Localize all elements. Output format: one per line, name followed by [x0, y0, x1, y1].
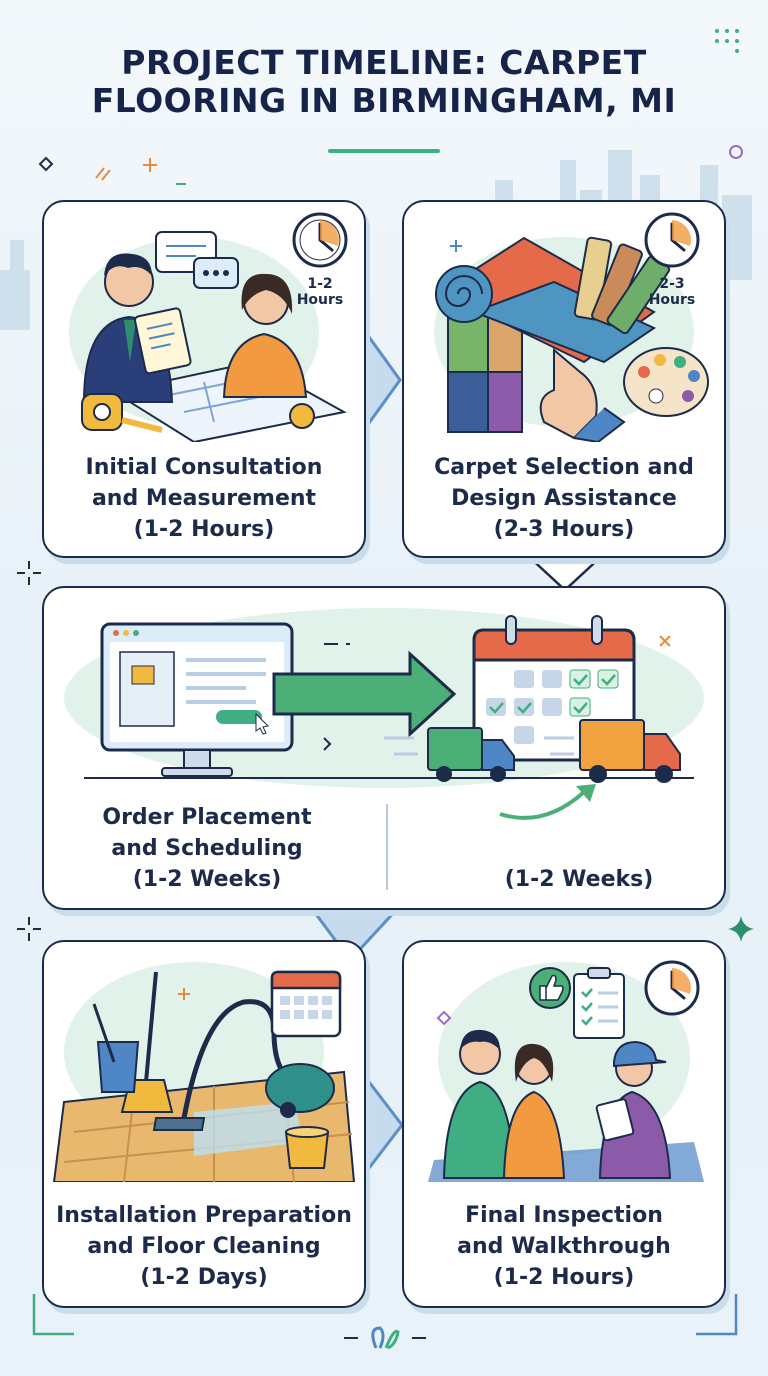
consultation-illustration — [69, 212, 348, 442]
vacuum-icon — [152, 999, 335, 1131]
clock-icon — [292, 212, 348, 268]
step-label: Order Placement and Scheduling (1-2 Week… — [54, 802, 360, 895]
client-icon — [222, 273, 308, 398]
inspector-icon — [595, 1040, 672, 1179]
step-label: Final Inspection and Walkthrough (1-2 Ho… — [404, 1200, 724, 1293]
order-scheduling-illustration — [64, 608, 704, 820]
step-label-line: Order Placement — [102, 805, 312, 830]
final-inspection-illustration — [428, 960, 704, 1182]
consultant-icon — [82, 253, 192, 403]
step-label-line: and Floor Cleaning — [87, 1234, 321, 1259]
step-label-line: Carpet Selection and — [434, 455, 694, 480]
calendar-icon — [270, 970, 342, 1038]
checklist-icon — [573, 967, 625, 1039]
carpet-roll-icon — [435, 236, 657, 364]
dot-grid-decoration — [715, 29, 739, 53]
page-title: PROJECT TIMELINE: CARPET FLOORING IN BIR… — [0, 44, 768, 120]
footer-logo-icon — [344, 1326, 426, 1350]
step-card-order-scheduling: Order Placement and Scheduling (1-2 Week… — [42, 586, 726, 910]
duration-badge: 2-3 Hours — [640, 276, 704, 308]
thumbs-up-icon — [529, 967, 571, 1009]
corner-bracket-decoration — [32, 1294, 74, 1336]
step-label-line: (1-2 Hours) — [133, 517, 275, 542]
step-card-final-inspection: Final Inspection and Walkthrough (1-2 Ho… — [402, 940, 726, 1308]
badge-line: 2-3 — [659, 276, 685, 292]
installation-prep-illustration — [52, 962, 356, 1182]
circle-decoration — [729, 145, 743, 159]
crosshair-decoration — [17, 561, 41, 585]
star-decoration — [728, 916, 754, 942]
bucket-icon — [92, 1003, 330, 1169]
corner-bracket-decoration — [696, 1294, 738, 1336]
step-label-line: (2-3 Hours) — [493, 517, 635, 542]
step-label: Installation Preparation and Floor Clean… — [44, 1200, 364, 1293]
step-label: Carpet Selection and Design Assistance (… — [404, 452, 724, 545]
tape-measure-icon — [81, 393, 315, 433]
crosshair-decoration — [17, 917, 41, 941]
step-label-line: Design Assistance — [451, 486, 677, 511]
step-label-line: Final Inspection — [465, 1203, 663, 1228]
badge-line: Hours — [648, 292, 696, 308]
couple-icon — [442, 1029, 566, 1179]
connector-arrow — [362, 329, 402, 431]
step-label-line: Installation Preparation — [56, 1203, 352, 1228]
step-label-line: (1-2 Hours) — [493, 1265, 635, 1290]
step-label-line: and Scheduling — [111, 836, 303, 861]
duration-badge: 1-2 Hours — [288, 276, 352, 308]
delivery-truck-icon — [384, 727, 515, 782]
step-label: Initial Consultation and Measurement (1-… — [44, 452, 364, 545]
green-arrow-icon — [272, 650, 457, 738]
title-line-1: PROJECT TIMELINE: CARPET — [121, 43, 647, 82]
computer-monitor-icon — [100, 622, 294, 777]
carpet-selection-illustration — [434, 212, 709, 442]
chat-bubble-icon — [155, 231, 239, 289]
palette-icon — [623, 347, 709, 417]
pointing-hand-icon — [539, 347, 626, 442]
step-label-line: (1-2 Weeks) — [132, 867, 282, 892]
step-label-line: (1-2 Days) — [140, 1265, 268, 1290]
clock-icon — [644, 212, 700, 268]
step-card-carpet-selection: 2-3 Hours Carpet Selection and Design As… — [402, 200, 726, 558]
carpet-swatches — [447, 311, 523, 433]
step-card-consultation: 1-2 Hours Initial Consultation and Measu… — [42, 200, 366, 558]
step-card-installation-prep: Installation Preparation and Floor Clean… — [42, 940, 366, 1308]
step-label-line: and Walkthrough — [457, 1234, 671, 1259]
step-label-line: and Measurement — [91, 486, 317, 511]
title-line-2: FLOORING IN BIRMINGHAM, MI — [91, 81, 677, 120]
sparkle-decoration — [38, 156, 186, 185]
badge-line: Hours — [296, 292, 344, 308]
delivery-truck-icon — [544, 719, 681, 783]
step-label-line: Initial Consultation — [85, 455, 323, 480]
title-underline — [328, 149, 440, 153]
badge-line: 1-2 — [307, 276, 333, 292]
label-divider — [386, 804, 388, 890]
step-secondary-label: (1-2 Weeks) — [504, 867, 654, 892]
clock-icon — [644, 960, 700, 1016]
